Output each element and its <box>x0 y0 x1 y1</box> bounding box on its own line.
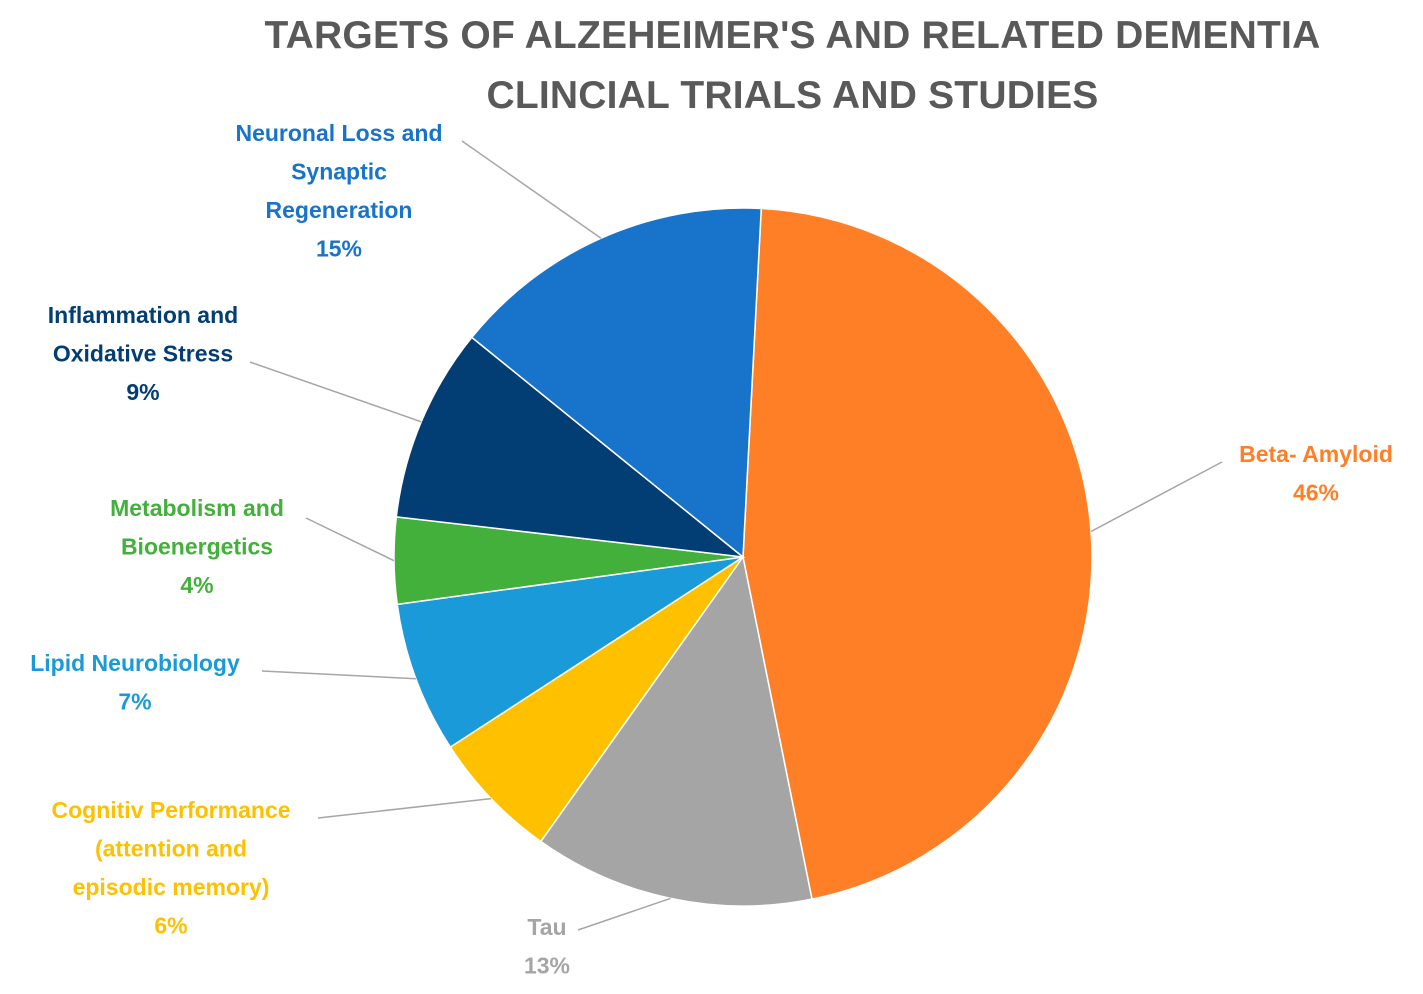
data-label-value-inflammation-oxidative-stress: 9% <box>126 379 159 405</box>
chart-title-line-1: TARGETS OF ALZEHEIMER'S AND RELATED DEME… <box>264 14 1321 57</box>
slice-inflammation-oxidative-stress <box>395 336 746 559</box>
data-label-cognitive-performance: Cognitiv Performance (attention and episod… <box>52 797 291 939</box>
leader-lines-layer <box>249 140 1223 931</box>
data-label-name-lipid-neurobiology: Lipid Neurobiology <box>30 650 240 676</box>
data-label-name-inflammation-oxidative-stress: Oxidative Stress <box>53 341 233 367</box>
data-label-name-tau: Tau <box>527 914 566 940</box>
data-label-name-inflammation-oxidative-stress: Inflammation and <box>48 302 238 328</box>
chart-title-line-2: CLINCIAL TRIALS AND STUDIES <box>486 74 1099 117</box>
data-label-value-neuronal-loss-synaptic-regeneration: 15% <box>316 236 362 262</box>
data-label-value-beta-amyloid: 46% <box>1293 480 1339 506</box>
data-label-name-neuronal-loss-synaptic-regeneration: Regeneration <box>266 197 413 223</box>
slice-cognitive-performance <box>449 556 744 843</box>
data-label-value-tau: 13% <box>524 953 570 979</box>
data-label-name-metabolism-bioenergetics: Bioenergetics <box>121 534 273 560</box>
data-label-name-neuronal-loss-synaptic-regeneration: Synaptic <box>291 159 387 185</box>
slices-layer <box>393 207 1093 907</box>
data-label-name-cognitive-performance: episodic memory) <box>73 874 270 900</box>
data-label-lipid-neurobiology: Lipid Neurobiology 7% <box>30 650 240 715</box>
data-label-tau: Tau 13% <box>524 914 570 979</box>
leader-line-metabolism-bioenergetics <box>305 517 395 562</box>
leader-line-neuronal-loss-synaptic-regeneration <box>461 140 602 239</box>
slice-neuronal-loss-synaptic-regeneration <box>470 207 763 559</box>
data-label-name-cognitive-performance: (attention and <box>95 836 247 862</box>
data-label-value-cognitive-performance: 6% <box>154 913 187 939</box>
data-label-name-neuronal-loss-synaptic-regeneration: Neuronal Loss and <box>235 120 442 146</box>
data-labels-layer: Beta- Amyloid 46% Tau 13% Cognitiv Performan… <box>30 120 1393 979</box>
slice-tau <box>539 555 813 907</box>
data-label-value-lipid-neurobiology: 7% <box>118 689 151 715</box>
data-label-name-metabolism-bioenergetics: Metabolism and <box>110 495 284 521</box>
leader-line-beta-amyloid <box>1090 461 1223 533</box>
slice-beta-amyloid <box>742 207 1093 900</box>
leader-line-inflammation-oxidative-stress <box>249 361 422 423</box>
leader-line-tau <box>577 897 671 931</box>
data-label-value-metabolism-bioenergetics: 4% <box>180 572 213 598</box>
data-label-name-beta-amyloid: Beta- Amyloid <box>1239 441 1393 467</box>
leader-line-cognitive-performance <box>317 797 492 819</box>
leader-line-lipid-neurobiology <box>261 670 416 680</box>
data-label-beta-amyloid: Beta- Amyloid 46% <box>1239 441 1393 506</box>
data-label-name-cognitive-performance: Cognitiv Performance <box>52 797 291 823</box>
